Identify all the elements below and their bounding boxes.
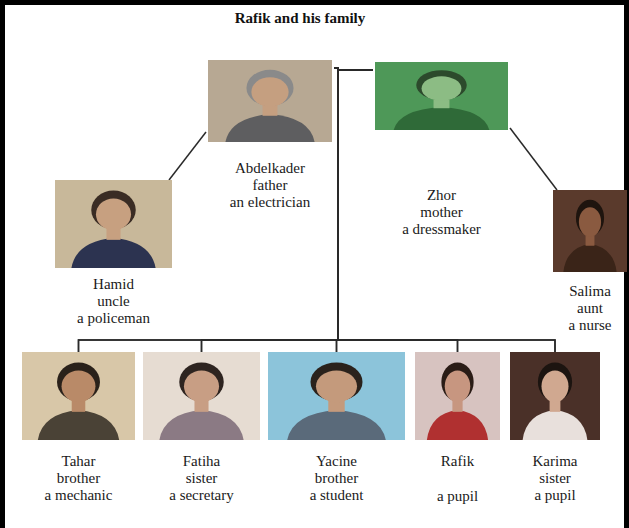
photo-shoulders [225, 114, 314, 142]
photo-portrait [268, 352, 405, 440]
member-detail: brother [266, 470, 407, 487]
photo-face [96, 198, 131, 230]
member-photo [375, 62, 508, 130]
member-name: Abdelkader [206, 160, 334, 177]
photo-hair [576, 200, 604, 236]
photo-face [251, 77, 288, 107]
member-detail: a pupil [508, 487, 602, 504]
diagram-title: Rafik and his family [0, 10, 600, 27]
member-detail: sister [141, 470, 262, 487]
family-member: Zhormothera dressmaker [373, 62, 510, 238]
photo-face [62, 370, 96, 402]
member-photo [553, 190, 627, 272]
photo-hair [441, 363, 473, 402]
family-line [334, 68, 555, 352]
member-name: Yacine [266, 453, 407, 470]
photo-ground [510, 352, 600, 440]
photo-hair [310, 363, 362, 402]
photo-shoulders [427, 410, 488, 440]
photo-face [445, 370, 471, 402]
family-member: Yacinebrothera student [266, 352, 407, 504]
member-name: Karima [508, 453, 602, 470]
member-name: Salima [551, 283, 629, 300]
photo-portrait [208, 60, 332, 142]
member-detail: an electrician [206, 194, 334, 211]
member-name: Rafik [413, 453, 502, 470]
member-detail: brother [20, 470, 137, 487]
photo-face [422, 76, 462, 100]
photo-portrait [553, 190, 627, 272]
family-member: Abdelkaderfatheran electrician [206, 60, 334, 211]
member-photo [55, 180, 172, 268]
photo-portrait [510, 352, 600, 440]
photo-portrait [55, 180, 172, 268]
photo-ground [55, 180, 172, 268]
photo-shoulders [287, 410, 386, 440]
photo-ground [375, 62, 508, 130]
photo-portrait [375, 62, 508, 130]
member-detail: a student [266, 487, 407, 504]
photo-shoulders [563, 244, 616, 272]
photo-ground [22, 352, 135, 440]
member-photo [208, 60, 332, 142]
family-member: Rafik a pupil [413, 352, 502, 505]
family-member: Hamidunclea policeman [53, 180, 174, 327]
photo-hair [179, 363, 223, 402]
member-name: Fatiha [141, 453, 262, 470]
family-member: Karimasistera pupil [508, 352, 602, 504]
photo-shoulders [159, 410, 243, 440]
member-detail: uncle [53, 293, 174, 310]
member-photo [510, 352, 600, 440]
photo-ground [553, 190, 627, 272]
member-photo [268, 352, 405, 440]
photo-face [579, 207, 601, 237]
member-name: Zhor [373, 187, 510, 204]
member-detail: mother [373, 204, 510, 221]
photo-face [184, 370, 219, 402]
member-detail: aunt [551, 300, 629, 317]
member-detail: father [206, 177, 334, 194]
photo-portrait [415, 352, 500, 440]
family-line [338, 70, 555, 352]
member-photo [22, 352, 135, 440]
family-member: Fatihasistera secretary [141, 352, 262, 504]
member-name: Hamid [53, 276, 174, 293]
family-line [510, 128, 557, 190]
member-detail: a policeman [53, 310, 174, 327]
photo-portrait [22, 352, 135, 440]
photo-ground [268, 352, 405, 440]
member-detail: a pupil [413, 488, 502, 505]
photo-hair [538, 363, 572, 402]
member-detail: a mechanic [20, 487, 137, 504]
photo-shoulders [523, 410, 588, 440]
member-name: Tahar [20, 453, 137, 470]
member-photo [415, 352, 500, 440]
photo-ground [143, 352, 260, 440]
family-member: Salimaaunta nurse [551, 190, 629, 334]
photo-shoulders [71, 238, 155, 268]
family-line [169, 132, 206, 180]
photo-hair [246, 70, 293, 106]
family-member: Taharbrothera mechanic [20, 352, 137, 504]
family-line [337, 70, 374, 352]
member-detail: sister [508, 470, 602, 487]
member-detail: a nurse [551, 317, 629, 334]
photo-shoulders [38, 410, 119, 440]
member-detail: a dressmaker [373, 221, 510, 238]
photo-face [316, 370, 357, 402]
member-photo [143, 352, 260, 440]
photo-ground [208, 60, 332, 142]
photo-hair [57, 363, 100, 402]
photo-shoulders [394, 107, 490, 130]
photo-hair [416, 70, 467, 100]
photo-portrait [143, 352, 260, 440]
member-detail: a secretary [141, 487, 262, 504]
photo-hair [91, 191, 135, 230]
photo-face [542, 370, 569, 402]
photo-ground [415, 352, 500, 440]
